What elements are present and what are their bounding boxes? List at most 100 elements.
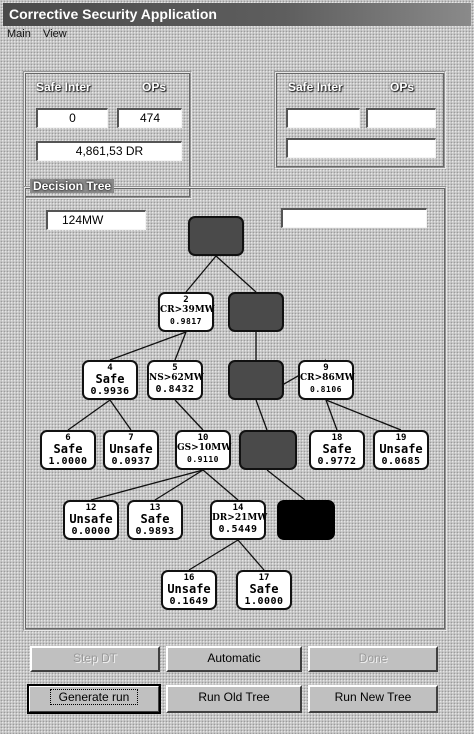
node-id: 14: [232, 503, 244, 513]
right-ops-header: OPs: [390, 80, 415, 94]
right-safe-inter-header: Safe Inter: [288, 80, 343, 94]
right-summary-panel: [274, 71, 446, 169]
tree-edge: [109, 331, 187, 361]
tree-node-17[interactable]: 17 Safe 1.0000: [236, 570, 292, 610]
node-id: 9: [323, 363, 329, 373]
tree-node-14[interactable]: 14 DR>21MW 0.5449: [210, 500, 268, 540]
node-value: 0.9772: [317, 456, 357, 467]
tree-node-7[interactable]: 7 Unsafe 0.0937: [103, 430, 159, 470]
tree-node-12[interactable]: 12 Unsafe 0.0000: [63, 500, 119, 540]
node-value: 0.0685: [381, 456, 421, 467]
node-label: Unsafe: [109, 442, 153, 456]
tree-node-11[interactable]: [239, 430, 297, 470]
node-value: 0.0937: [111, 456, 151, 467]
left-ops-field[interactable]: 474: [117, 108, 182, 128]
done-button[interactable]: Done: [308, 646, 438, 672]
tree-node-3[interactable]: [228, 292, 284, 332]
left-safe-inter-header: Safe Inter: [36, 80, 91, 94]
tree-node-4[interactable]: 4 Safe 0.9936: [82, 360, 138, 400]
node-id: 19: [395, 433, 407, 443]
node-label: CR>39MW: [160, 305, 215, 315]
run-new-tree-button[interactable]: Run New Tree: [308, 685, 438, 713]
tree-edge: [255, 399, 268, 431]
node-value: 0.5449: [218, 524, 258, 535]
tree-edge: [90, 469, 204, 501]
right-ops-field[interactable]: [366, 108, 436, 128]
node-id: 18: [331, 433, 343, 443]
generate-run-button[interactable]: Generate run: [27, 684, 161, 714]
right-safe-inter-field[interactable]: [286, 108, 360, 128]
tree-node-13[interactable]: 13 Safe 0.9893: [127, 500, 183, 540]
right-total-field[interactable]: [286, 138, 436, 158]
automatic-button[interactable]: Automatic: [166, 646, 302, 672]
menu-bar: Main View: [3, 26, 471, 44]
node-label: Unsafe: [167, 582, 211, 596]
left-total-field[interactable]: 4,861,53 DR: [36, 141, 182, 161]
node-value: 0.9817: [170, 317, 202, 326]
node-label: CR>86MW: [300, 373, 355, 383]
decision-tree-label: Decision Tree: [30, 179, 115, 193]
node-label: DR>21MW: [212, 513, 268, 523]
node-id: 4: [107, 363, 113, 373]
tree-node-8[interactable]: [228, 360, 284, 400]
tree-node-9[interactable]: 9 CR>86MW 0.8106: [298, 360, 355, 400]
node-id: 7: [128, 433, 134, 443]
tree-edge: [325, 399, 402, 431]
node-id: 16: [183, 573, 195, 583]
node-label: Unsafe: [379, 442, 423, 456]
tree-edge: [325, 399, 338, 431]
decision-tree-right-field[interactable]: [281, 208, 427, 228]
node-id: 2: [183, 295, 189, 305]
node-label: NS>62MW: [149, 373, 204, 383]
tree-node-5[interactable]: 5 NS>62MW 0.8432: [147, 360, 204, 400]
tree-node-6[interactable]: 6 Safe 1.0000: [40, 430, 96, 470]
node-value: 0.9936: [90, 386, 130, 397]
tree-edge: [266, 469, 306, 501]
decision-tree-left-field[interactable]: 124MW: [46, 210, 146, 230]
node-label: Safe: [249, 582, 279, 596]
tree-node-10[interactable]: 10 GS>10MW 0.9110: [175, 430, 231, 470]
node-value: 0.9110: [187, 455, 219, 464]
tree-edge: [174, 331, 187, 361]
tree-node-18[interactable]: 18 Safe 0.9772: [309, 430, 365, 470]
node-id: 10: [197, 433, 209, 443]
run-old-tree-button[interactable]: Run Old Tree: [166, 685, 302, 713]
menu-view[interactable]: View: [43, 28, 67, 40]
tree-edge: [67, 399, 111, 431]
tree-edge: [188, 539, 239, 571]
node-value: 0.1649: [169, 596, 209, 607]
tree-node-2[interactable]: 2 CR>39MW 0.9817: [158, 292, 215, 332]
node-label: GS>10MW: [177, 443, 232, 453]
generate-run-label: Generate run: [49, 689, 139, 705]
decision-tree-panel: [23, 186, 447, 631]
tree-node-19[interactable]: 19 Unsafe 0.0685: [373, 430, 429, 470]
tree-node-16[interactable]: 16 Unsafe 0.1649: [161, 570, 217, 610]
node-id: 5: [172, 363, 178, 373]
left-safe-inter-field[interactable]: 0: [36, 108, 108, 128]
node-value: 0.8106: [310, 385, 342, 394]
tree-node-root[interactable]: [188, 216, 244, 256]
menu-main[interactable]: Main: [7, 28, 31, 40]
tree-edge: [154, 469, 204, 501]
node-value: 0.0000: [71, 526, 111, 537]
node-label: Safe: [95, 372, 125, 386]
tree-edge: [185, 255, 217, 293]
tree-edge: [109, 399, 132, 431]
tree-edge: [215, 255, 257, 293]
step-dt-button[interactable]: Step DT: [30, 646, 160, 672]
tree-node-15[interactable]: [277, 500, 335, 540]
node-label: Unsafe: [69, 512, 113, 526]
node-id: 12: [85, 503, 97, 513]
node-value: 0.9893: [135, 526, 175, 537]
node-id: 6: [65, 433, 71, 443]
left-summary-panel: [23, 71, 192, 199]
node-id: 13: [149, 503, 161, 513]
left-ops-header: OPs: [142, 80, 167, 94]
node-label: Safe: [140, 512, 170, 526]
node-label: Safe: [322, 442, 352, 456]
window-title: Corrective Security Application: [3, 3, 471, 26]
tree-edge: [174, 399, 204, 431]
node-value: 1.0000: [48, 456, 88, 467]
node-label: Safe: [53, 442, 83, 456]
